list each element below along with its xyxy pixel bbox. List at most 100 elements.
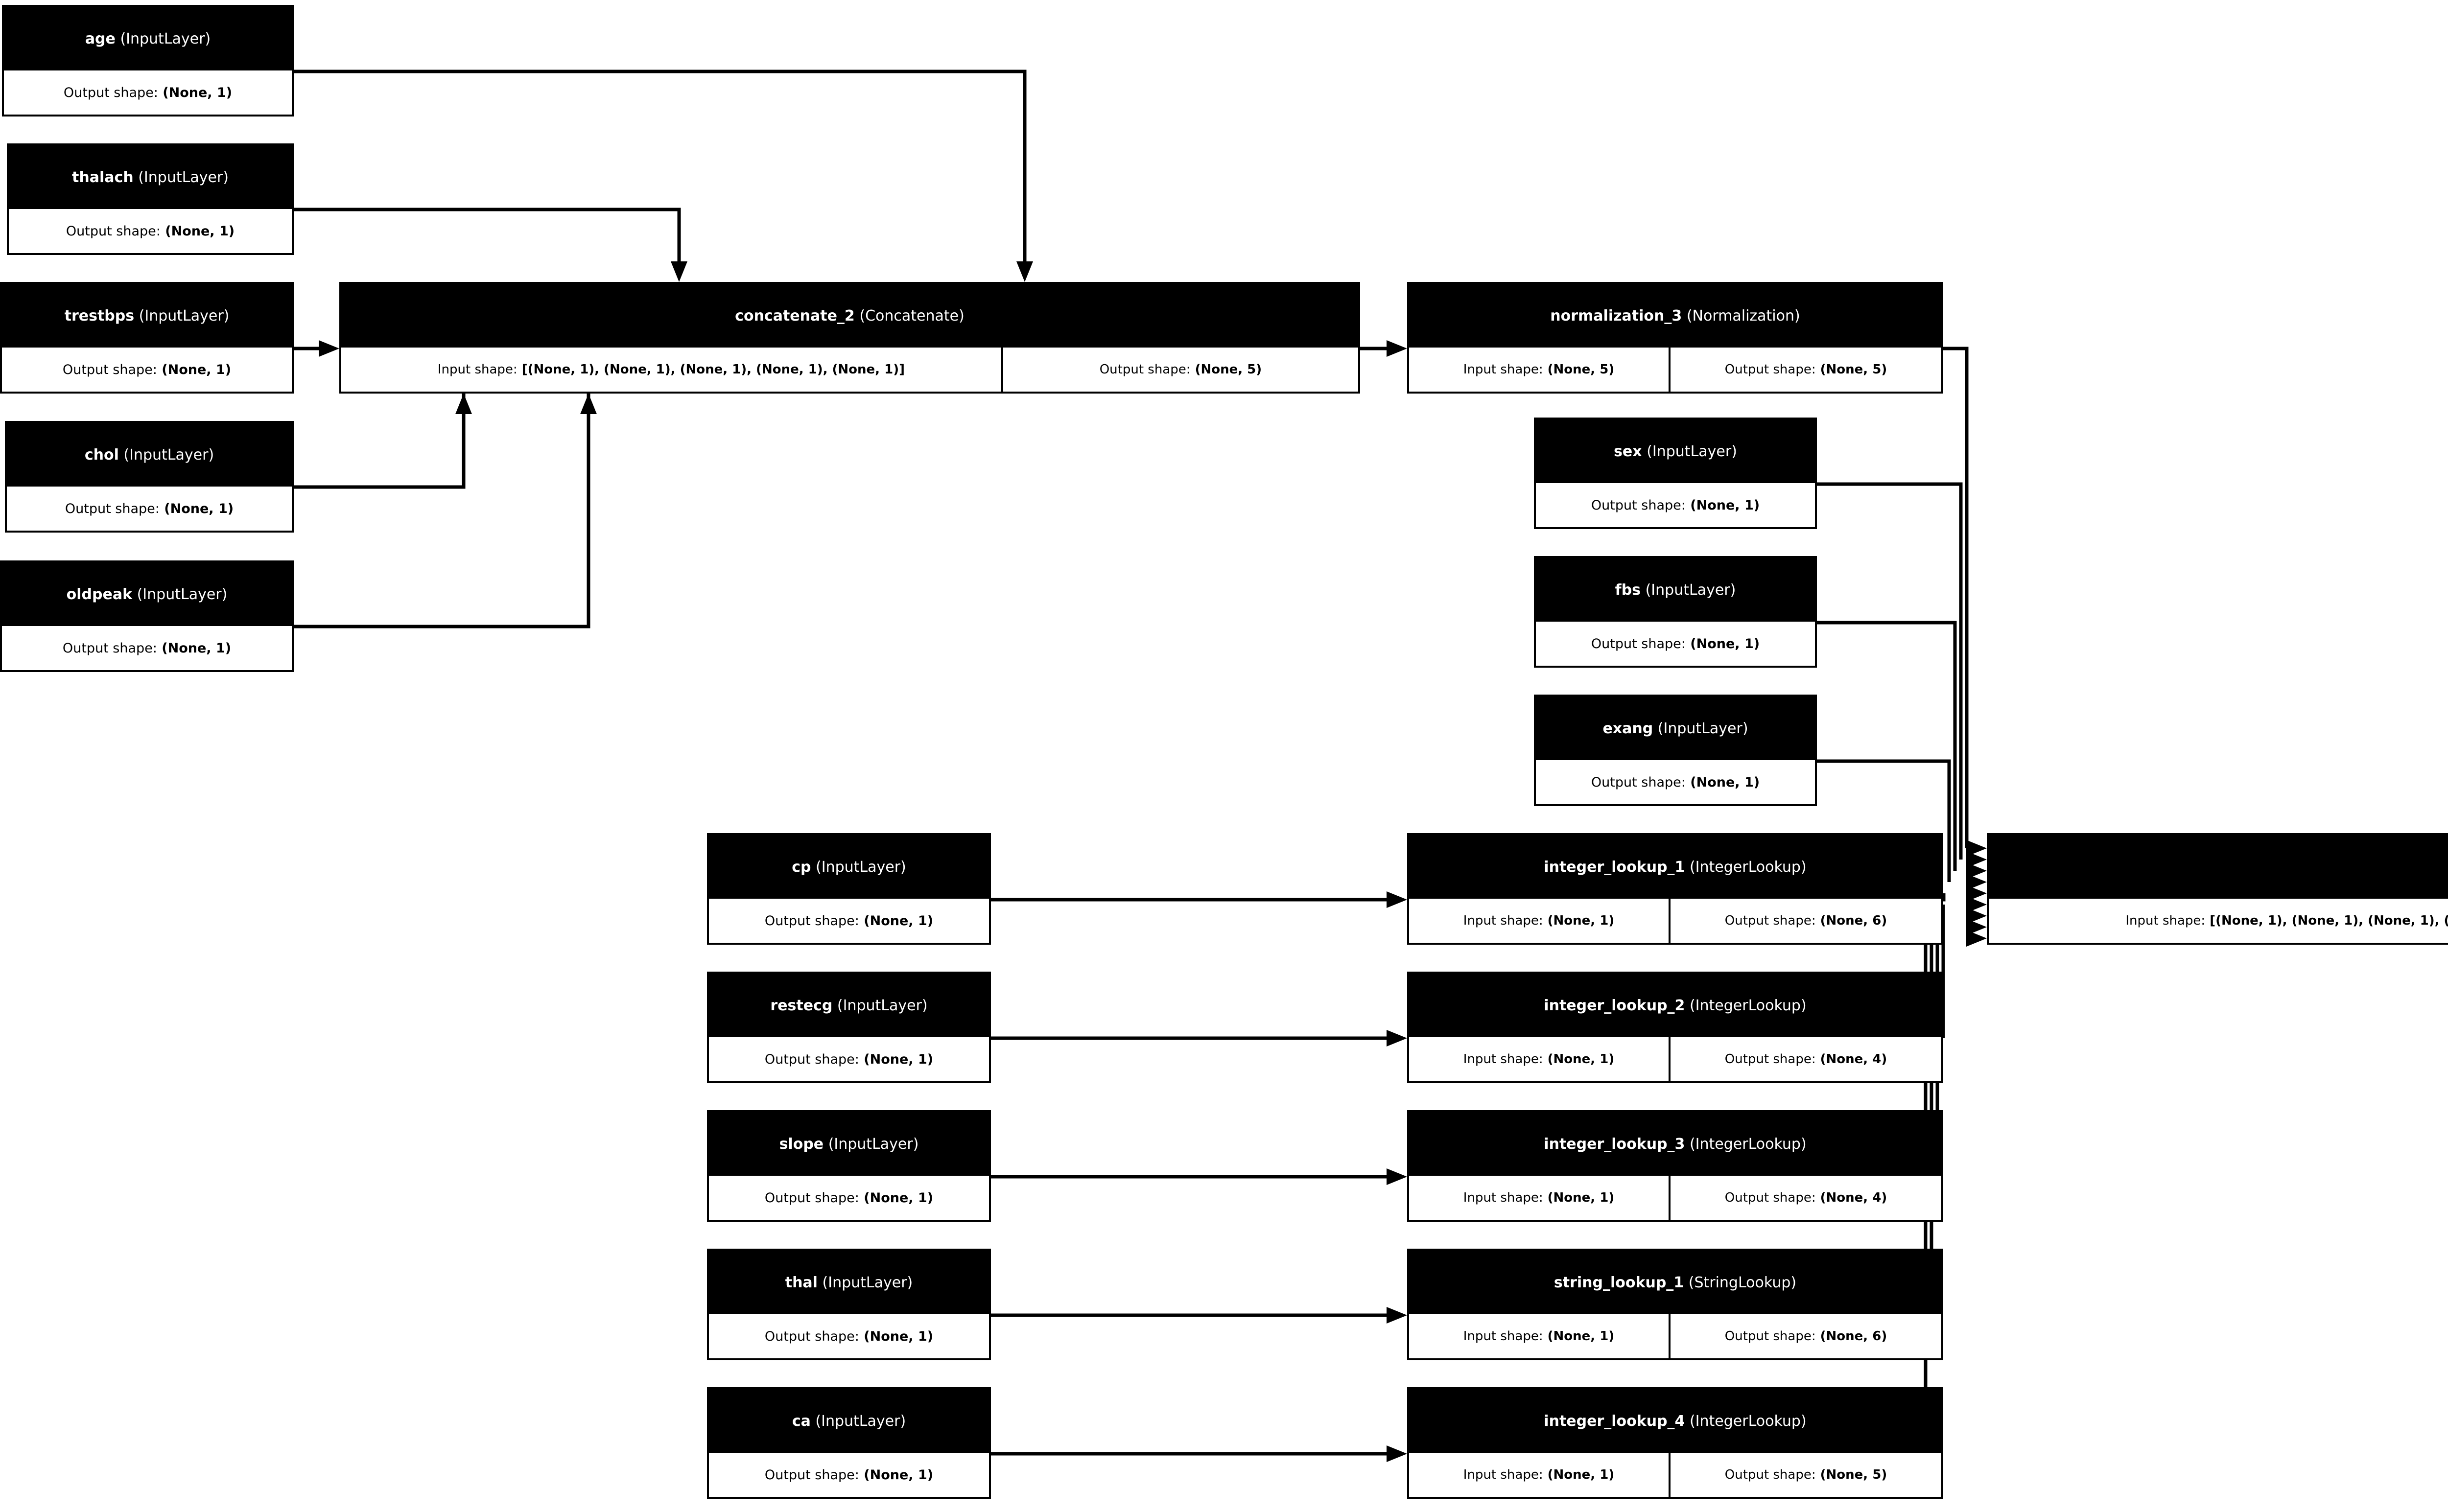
layer-name-concatenate_2: concatenate_2 — [735, 307, 855, 325]
arrowhead-into_concatenate_3 — [1966, 874, 1987, 890]
layer-output-shape-normalization_3: Output shape:(None, 5) — [1669, 348, 1942, 392]
layer-node-integer_lookup_2[interactable]: integer_lookup_2(IntegerLookup) Input sha… — [1407, 972, 1943, 1083]
arrowhead-into_lookups — [1387, 1168, 1407, 1185]
layer-type-ca: (InputLayer) — [815, 1412, 906, 1430]
arrowhead-into_concatenate_2 — [319, 340, 339, 357]
layer-node-slope[interactable]: slope(InputLayer)Output shape:(None, 1) — [707, 1110, 991, 1222]
shape-label: Input shape: — [1463, 1467, 1543, 1482]
shape-value: (None, 4) — [1820, 1052, 1887, 1067]
layer-shape-row-thalach: Output shape:(None, 1) — [9, 209, 292, 253]
layer-title-thal: thal(InputLayer) — [709, 1251, 989, 1314]
layer-output-shape-thal: Output shape:(None, 1) — [709, 1314, 989, 1358]
layer-shape-row-restecg: Output shape:(None, 1) — [709, 1037, 989, 1081]
layer-node-thal[interactable]: thal(InputLayer)Output shape:(None, 1) — [707, 1249, 991, 1360]
layer-node-age[interactable]: age(InputLayer)Output shape:(None, 1) — [2, 5, 294, 116]
layer-name-cp: cp — [792, 858, 811, 876]
layer-node-concatenate_3[interactable]: concatenate_3(Concatenate) Input shape: [(… — [1987, 833, 2448, 945]
arrowhead-into_lookups — [1387, 891, 1407, 908]
shape-value: (None, 1) — [864, 913, 934, 929]
layer-shape-row-integer_lookup_3: Input shape:(None, 1)Output shape:(None,… — [1409, 1176, 1942, 1220]
layer-name-oldpeak: oldpeak — [66, 585, 133, 603]
layer-title-slope: slope(InputLayer) — [709, 1112, 989, 1176]
edge-normalization_3-to-concatenate_3 — [1943, 347, 1969, 848]
shape-label: Output shape: — [1724, 1052, 1816, 1067]
layer-node-exang[interactable]: exang(InputLayer)Output shape:(None, 1) — [1534, 695, 1817, 806]
layer-name-normalization_3: normalization_3 — [1550, 307, 1682, 325]
layer-output-shape-chol: Output shape:(None, 1) — [7, 487, 292, 531]
layer-output-shape-concatenate_2: Output shape:(None, 5) — [1001, 348, 1358, 392]
shape-value: (None, 1) — [1690, 497, 1760, 513]
shape-value: (None, 5) — [1820, 1467, 1887, 1482]
shape-label: Output shape: — [62, 640, 157, 656]
shape-label: Output shape: — [1591, 636, 1686, 651]
shape-value: (None, 1) — [1547, 913, 1615, 928]
layer-output-shape-integer_lookup_2: Output shape: (None, 4) — [1669, 1037, 1942, 1081]
layer-output-shape-sex: Output shape:(None, 1) — [1536, 483, 1815, 527]
layer-node-fbs[interactable]: fbs(InputLayer) Output shape: (None, 1) — [1534, 556, 1817, 668]
arrowhead-into_concatenate_2 — [580, 394, 597, 414]
layer-name-age: age — [85, 30, 116, 47]
layer-node-chol[interactable]: chol(InputLayer)Output shape:(None, 1) — [5, 421, 294, 533]
shape-label: Output shape: — [764, 913, 859, 929]
layer-title-concatenate_3: concatenate_3(Concatenate) — [1989, 835, 2448, 899]
layer-node-thalach[interactable]: thalach(InputLayer)Output shape:(None, 1… — [7, 143, 294, 255]
layer-type-integer_lookup_4: (IntegerLookup) — [1689, 1412, 1807, 1430]
shape-label: Output shape: — [764, 1328, 859, 1344]
shape-value: (None, 1) — [1547, 1190, 1615, 1205]
layer-node-integer_lookup_1[interactable]: integer_lookup_1(IntegerLookup) Input sha… — [1407, 833, 1943, 945]
shape-value: (None, 1) — [163, 85, 233, 100]
layer-node-concatenate_2[interactable]: concatenate_2(Concatenate)Input shape:[(… — [339, 282, 1360, 394]
layer-shape-row-age: Output shape:(None, 1) — [4, 70, 292, 115]
layer-name-integer_lookup_3: integer_lookup_3 — [1544, 1135, 1685, 1153]
shape-label: Output shape: — [764, 1467, 859, 1483]
layer-shape-row-fbs: Output shape: (None, 1) — [1536, 622, 1815, 666]
layer-node-sex[interactable]: sex(InputLayer)Output shape:(None, 1) — [1534, 418, 1817, 529]
edge-oldpeak-to-concatenate_2 — [294, 394, 590, 628]
layer-node-cp[interactable]: cp(InputLayer)Output shape:(None, 1) — [707, 833, 991, 945]
layer-node-trestbps[interactable]: trestbps(InputLayer)Output shape:(None, … — [0, 282, 294, 394]
layer-node-integer_lookup_4[interactable]: integer_lookup_4(IntegerLookup)Input sha… — [1407, 1387, 1943, 1499]
arrowhead-into_concatenate_3 — [1966, 896, 1987, 913]
arrowhead-into_lookups — [1387, 1445, 1407, 1462]
layer-name-string_lookup_1: string_lookup_1 — [1554, 1274, 1684, 1291]
shape-value: (None, 1) — [864, 1051, 934, 1067]
shape-value: (None, 6) — [1820, 913, 1887, 928]
layer-input-shape-concatenate_2: Input shape:[(None, 1), (None, 1), (None… — [341, 348, 1001, 392]
layer-node-oldpeak[interactable]: oldpeak(InputLayer)Output shape:(None, 1… — [0, 560, 294, 672]
layer-output-shape-cp: Output shape: (None, 1) — [709, 899, 989, 943]
shape-label: Input shape: — [1463, 913, 1543, 928]
layer-type-integer_lookup_1: (IntegerLookup) — [1689, 858, 1807, 876]
shape-label: Input shape: — [1463, 1052, 1543, 1067]
layer-node-string_lookup_1[interactable]: string_lookup_1(StringLookup)Input shape… — [1407, 1249, 1943, 1360]
layer-title-integer_lookup_2: integer_lookup_2(IntegerLookup) — [1409, 974, 1941, 1037]
layer-type-integer_lookup_3: (IntegerLookup) — [1689, 1135, 1807, 1153]
layer-node-integer_lookup_3[interactable]: integer_lookup_3(IntegerLookup) Input sha… — [1407, 1110, 1943, 1222]
arrowhead-into_concatenate_3 — [1966, 885, 1987, 902]
shape-value: (None, 1) — [1690, 636, 1760, 651]
shape-value: (None, 1) — [1547, 1467, 1615, 1482]
arrowhead-into_concatenate_2 — [1016, 261, 1033, 282]
layer-shape-row-thal: Output shape:(None, 1) — [709, 1314, 989, 1358]
layer-title-ca: ca(InputLayer) — [709, 1389, 989, 1453]
layer-output-shape-string_lookup_1: Output shape:(None, 6) — [1669, 1314, 1942, 1358]
shape-label: Output shape: — [1724, 362, 1816, 377]
layer-title-oldpeak: oldpeak(InputLayer) — [2, 562, 292, 626]
layer-title-chol: chol(InputLayer) — [7, 423, 292, 487]
layer-node-normalization_3[interactable]: normalization_3(Normalization)Input shap… — [1407, 282, 1943, 394]
arrowhead-into_concatenate_2 — [455, 394, 472, 414]
layer-shape-row-concatenate_2: Input shape:[(None, 1), (None, 1), (None… — [341, 348, 1358, 392]
layer-title-fbs: fbs(InputLayer) — [1536, 558, 1815, 622]
layer-output-shape-trestbps: Output shape:(None, 1) — [2, 348, 292, 392]
layer-shape-row-oldpeak: Output shape:(None, 1) — [2, 626, 292, 670]
layer-type-fbs: (InputLayer) — [1645, 581, 1736, 599]
layer-title-restecg: restecg(InputLayer) — [709, 974, 989, 1037]
layer-name-integer_lookup_1: integer_lookup_1 — [1544, 858, 1685, 876]
shape-label: Output shape: — [1099, 362, 1191, 377]
layer-node-restecg[interactable]: restecg(InputLayer)Output shape:(None, 1… — [707, 972, 991, 1083]
layer-node-ca[interactable]: ca(InputLayer)Output shape:(None, 1) — [707, 1387, 991, 1499]
layer-type-integer_lookup_2: (IntegerLookup) — [1689, 997, 1807, 1014]
shape-value: [(None, 1), (None, 1), (None, 1), (None,… — [2210, 913, 2448, 928]
shape-label: Input shape: — [2125, 913, 2206, 928]
shape-value: [(None, 1), (None, 1), (None, 1), (None,… — [521, 362, 905, 377]
arrowhead-into_lookups — [1387, 1307, 1407, 1324]
